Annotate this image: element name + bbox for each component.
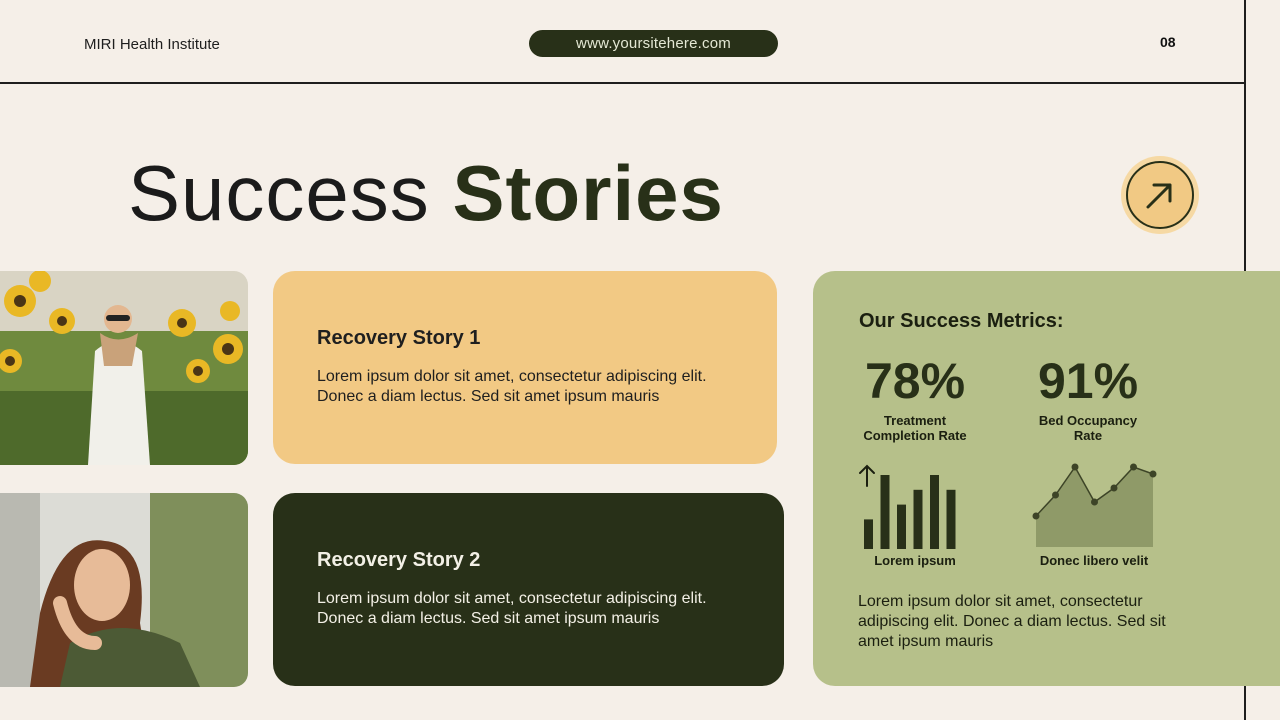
bar-0 [864, 519, 873, 549]
area-point-2 [1071, 463, 1079, 471]
stat-label: Bed Occupancy Rate [1013, 413, 1163, 443]
recovery-story-card-1: Recovery Story 1 Lorem ipsum dolor sit a… [273, 271, 777, 464]
area-point-4 [1110, 484, 1118, 492]
bar-1 [880, 475, 890, 549]
area-point-5 [1130, 463, 1137, 471]
stat-label: Treatment Completion Rate [840, 413, 990, 443]
vertical-divider-bottom [1244, 686, 1246, 720]
brand-name: MIRI Health Institute [84, 36, 220, 53]
stat-label-line: Bed Occupancy [1038, 413, 1138, 428]
arrow-button[interactable] [1121, 156, 1199, 234]
bar-2 [897, 504, 906, 549]
stat-label-line: Completion Rate [863, 428, 967, 443]
metrics-body: Lorem ipsum dolor sit amet, consectetur … [858, 593, 1166, 650]
recovery-story-card-2: Recovery Story 2 Lorem ipsum dolor sit a… [273, 493, 784, 686]
area-point-0 [1032, 512, 1040, 520]
chart-label: Lorem ipsum [874, 553, 956, 568]
arrow-up-icon [859, 464, 875, 487]
vertical-divider-top [1244, 0, 1246, 272]
page-title: Success Stories [128, 148, 724, 238]
story-title: Recovery Story 2 [317, 549, 481, 571]
bar-3 [913, 489, 923, 549]
photo-smiling-woman [0, 493, 248, 687]
bar-4 [930, 475, 939, 549]
photo-sunflower-woman [0, 271, 248, 465]
chart-label: Donec libero velit [1039, 553, 1149, 568]
arrow-button-ring [1126, 161, 1194, 229]
area-fill [1036, 467, 1153, 547]
success-metrics-panel: Our Success Metrics: 78% Treatment Compl… [813, 271, 1280, 686]
website-pill[interactable]: www.yoursitehere.com [529, 30, 778, 57]
arrow-up-right-icon [1146, 183, 1172, 209]
title-bold: Stories [452, 149, 724, 237]
stat-label-line: Rate [1073, 428, 1103, 443]
story-title: Recovery Story 1 [317, 327, 481, 349]
area-point-3 [1091, 498, 1098, 506]
page-number: 08 [1160, 34, 1176, 50]
title-light: Success [128, 149, 430, 237]
stat-value: 78% [864, 353, 966, 409]
stat-value: 91% [1037, 353, 1139, 409]
bar-5 [946, 489, 956, 549]
stat-bed-occupancy: 91% Bed Occupancy Rate [1013, 353, 1163, 443]
story-body: Lorem ipsum dolor sit amet, consectetur … [317, 368, 707, 405]
area-point-6 [1149, 470, 1157, 478]
stat-label-line: Treatment [883, 413, 947, 428]
area-point-1 [1052, 491, 1059, 499]
story-body: Lorem ipsum dolor sit amet, consectetur … [317, 590, 707, 627]
stat-treatment-completion: 78% Treatment Completion Rate [840, 353, 990, 443]
header-divider [0, 82, 1245, 84]
mini-bar-chart [859, 464, 956, 549]
metrics-heading: Our Success Metrics: [859, 310, 1064, 332]
mini-area-chart [1032, 463, 1157, 547]
